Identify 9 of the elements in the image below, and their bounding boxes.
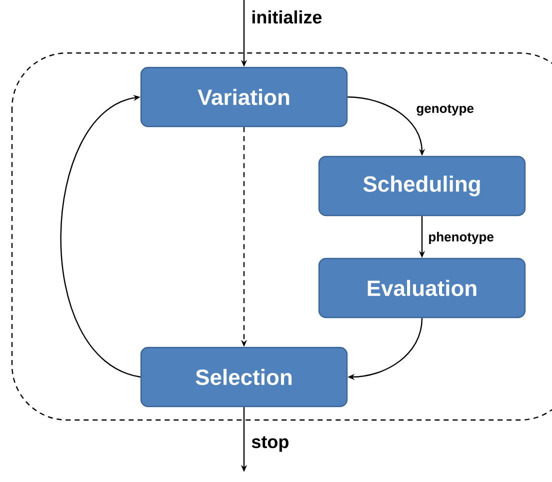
edge-label: genotype [415, 103, 475, 117]
edge-label: phenotype [427, 230, 495, 246]
process-box: Selection [140, 346, 348, 408]
edge-label: stop [250, 435, 290, 453]
edge-label: initialize [250, 9, 324, 25]
arrow [60, 94, 141, 378]
process-box: Variation [140, 66, 348, 128]
process-box: Scheduling [318, 156, 526, 216]
process-box: Evaluation [318, 258, 526, 318]
